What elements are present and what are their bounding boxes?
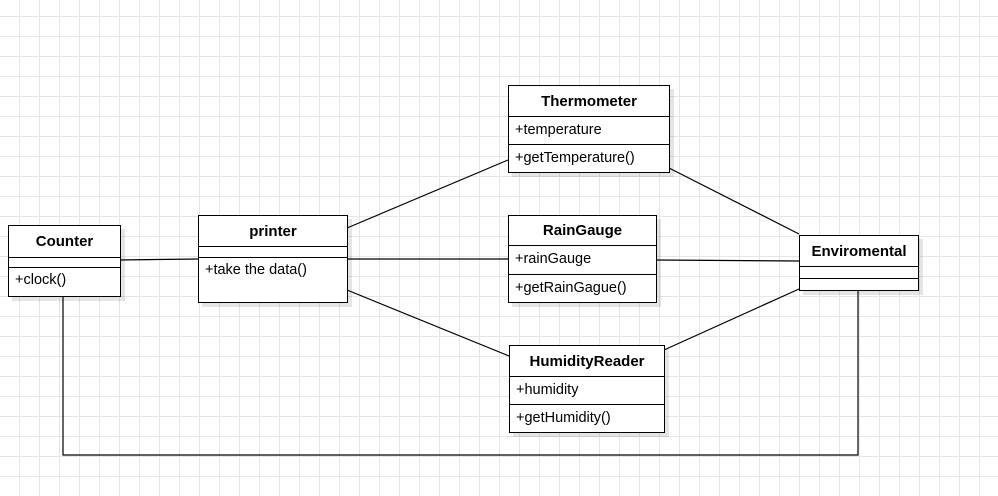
class-enviromental-name: Enviromental [800,236,918,267]
class-counter-name: Counter [9,226,120,258]
operation-clock: +clock() [15,272,67,288]
attribute-humidity: +humidity [516,382,579,398]
operation-get-raingague: +getRainGague() [515,280,627,296]
attribute-temperature: +temperature [515,122,602,138]
class-printer-operations: +take the data() [199,258,347,282]
assoc-counter-printer[interactable] [119,258,199,261]
class-printer-attributes [199,247,347,258]
class-counter-operations: +clock() [9,268,120,292]
assoc-thermometer-enviromental[interactable] [668,167,800,235]
attribute-raingauge: +rainGauge [515,251,592,267]
class-thermometer-operations: +getTemperature() [509,145,669,172]
class-raingauge-operations: +getRainGague() [509,275,656,302]
operation-take-the-data: +take the data() [205,262,307,278]
class-humidityreader-name: HumidityReader [510,346,664,377]
assoc-printer-thermometer[interactable] [346,159,509,229]
class-counter[interactable]: Counter +clock() [8,225,121,297]
class-printer[interactable]: printer +take the data() [198,215,348,303]
assoc-counter-enviromental[interactable] [62,290,859,456]
class-thermometer[interactable]: Thermometer +temperature +getTemperature… [508,85,670,173]
class-humidityreader[interactable]: HumidityReader +humidity +getHumidity() [509,345,665,433]
operation-get-temperature: +getTemperature() [515,150,635,166]
class-counter-attributes [9,258,120,268]
operation-get-humidity: +getHumidity() [516,410,611,426]
class-enviromental[interactable]: Enviromental [799,235,919,291]
class-enviromental-operations [800,279,918,290]
assoc-humidityreader-enviromental[interactable] [663,288,800,351]
class-thermometer-attributes: +temperature [509,117,669,145]
class-raingauge-name: RainGauge [509,216,656,246]
class-thermometer-name: Thermometer [509,86,669,117]
class-printer-name: printer [199,216,347,247]
assoc-printer-humidityreader[interactable] [346,289,510,357]
class-humidityreader-operations: +getHumidity() [510,405,664,432]
class-raingauge[interactable]: RainGauge +rainGauge +getRainGague() [508,215,657,303]
class-humidityreader-attributes: +humidity [510,377,664,405]
class-raingauge-attributes: +rainGauge [509,246,656,275]
assoc-raingauge-enviromental[interactable] [655,259,800,262]
class-enviromental-attributes [800,267,918,279]
